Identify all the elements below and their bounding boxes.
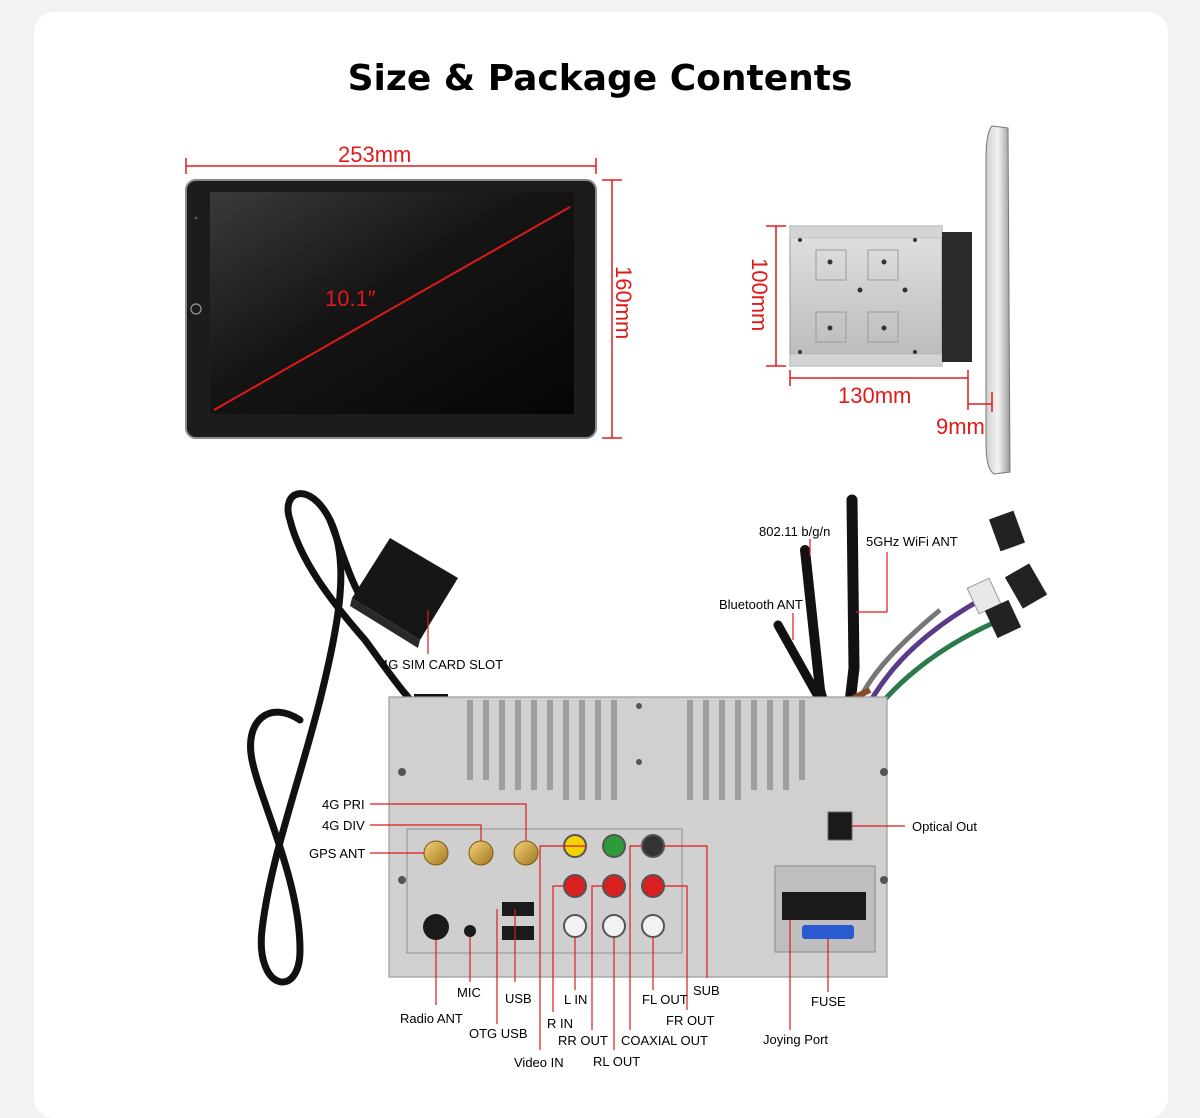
- fuse-label: FUSE: [811, 994, 846, 1009]
- wifi-5ghz-label: 5GHz WiFi ANT: [866, 534, 958, 549]
- optical-out-label: Optical Out: [912, 819, 977, 834]
- otg-usb-port[interactable]: [502, 926, 534, 940]
- side-bracket-3: [815, 311, 847, 343]
- wifi-5ghz-leader: [856, 552, 888, 613]
- otg-usb-label: OTG USB: [469, 1026, 528, 1041]
- side-bracket-2: [867, 249, 899, 281]
- r-in-jack[interactable]: [563, 874, 587, 898]
- fl-out-jack[interactable]: [641, 914, 665, 938]
- height-label: 160mm: [611, 266, 636, 339]
- video-in-label: Video IN: [514, 1055, 564, 1070]
- antenna-harness: 802.11 b/g/n 5GHz WiFi ANT Bluetooth ANT: [719, 494, 1048, 726]
- fr-out-jack[interactable]: [641, 874, 665, 898]
- rear-panel: [388, 696, 888, 978]
- coaxial-out-leader: [629, 845, 642, 1030]
- l-in-label: L IN: [564, 992, 587, 1007]
- radio-ant-port[interactable]: [423, 914, 449, 940]
- harness-connector-4: [984, 599, 1022, 639]
- joying-port-label: Joying Port: [763, 1032, 828, 1047]
- coaxial-jack[interactable]: [641, 834, 665, 858]
- rl-out-label: RL OUT: [593, 1054, 640, 1069]
- side-chassis-top-rail: [789, 225, 943, 239]
- wifi-80211-label: 802.11 b/g/n: [759, 524, 830, 539]
- 4g-pri-label: 4G PRI: [322, 797, 365, 812]
- width-label: 253mm: [338, 142, 411, 167]
- gps-ant-label: GPS ANT: [309, 846, 365, 861]
- rear-label-text: 4G PRI 4G DIV GPS ANT Optical Out MIC US…: [309, 797, 977, 1070]
- optical-out-port[interactable]: [827, 811, 853, 841]
- gps-ant-connector[interactable]: [423, 840, 449, 866]
- mic-port[interactable]: [464, 925, 476, 937]
- usb-label: USB: [505, 991, 532, 1006]
- side-bracket-1: [815, 249, 847, 281]
- page-title: Size & Package Contents: [347, 58, 853, 99]
- bluetooth-label: Bluetooth ANT: [719, 597, 803, 612]
- 4g-pri-connector[interactable]: [513, 840, 539, 866]
- 4g-div-connector[interactable]: [468, 840, 494, 866]
- sim-card-slot-module: [350, 538, 458, 648]
- usb-port[interactable]: [502, 902, 534, 916]
- 4g-div-label: 4G DIV: [322, 818, 365, 833]
- sub-leader: [664, 845, 708, 978]
- rr-out-leader: [591, 885, 603, 1030]
- home-button-icon: [190, 303, 202, 315]
- video-in-leader: [539, 845, 586, 1050]
- heatsink-fins: [467, 700, 805, 800]
- rr-out-jack[interactable]: [602, 874, 626, 898]
- harness-connector-2: [1004, 563, 1048, 609]
- depth-height-label: 100mm: [747, 258, 772, 331]
- diagonal-label: 10.1″: [325, 286, 376, 311]
- fl-out-label: FL OUT: [642, 992, 688, 1007]
- rl-out-jack[interactable]: [602, 914, 626, 938]
- depth-label: 130mm: [838, 383, 911, 408]
- coaxial-out-label: COAXIAL OUT: [621, 1033, 708, 1048]
- side-mount-block: [942, 232, 972, 362]
- sub-label: SUB: [693, 983, 720, 998]
- sim-slot-label: 4G SIM CARD SLOT: [381, 657, 503, 672]
- side-chassis-bottom-rail: [789, 353, 943, 367]
- mic-label: MIC: [457, 985, 481, 1000]
- r-in-leader: [552, 885, 564, 1012]
- l-in-jack[interactable]: [563, 914, 587, 938]
- rear-screw-holes: [398, 703, 888, 884]
- 4g-pri-leader: [370, 803, 527, 841]
- rr-out-label: RR OUT: [558, 1033, 608, 1048]
- side-chassis: [789, 225, 943, 367]
- side-view: 100mm 130mm 9mm: [747, 125, 1011, 475]
- radio-ant-label: Radio ANT: [400, 1011, 463, 1026]
- side-holes: [798, 238, 917, 354]
- thickness-label: 9mm: [936, 414, 985, 439]
- front-view: 10.1″ 253mm 160mm: [185, 142, 636, 439]
- harness-connector-1: [988, 510, 1026, 552]
- fr-out-leader: [664, 885, 688, 1010]
- side-panel-edge: [985, 125, 1011, 475]
- joying-port-connector[interactable]: [782, 892, 866, 920]
- rear-labels: [370, 803, 905, 1050]
- sub-jack-green[interactable]: [602, 834, 626, 858]
- diagonal-line: [213, 206, 571, 411]
- camera-icon: [194, 216, 198, 220]
- 4g-div-leader: [370, 824, 482, 841]
- fuse-icon: [802, 925, 854, 939]
- r-in-label: R IN: [547, 1016, 573, 1031]
- fr-out-label: FR OUT: [666, 1013, 714, 1028]
- av-port-block: [406, 828, 683, 954]
- side-bracket-4: [867, 311, 899, 343]
